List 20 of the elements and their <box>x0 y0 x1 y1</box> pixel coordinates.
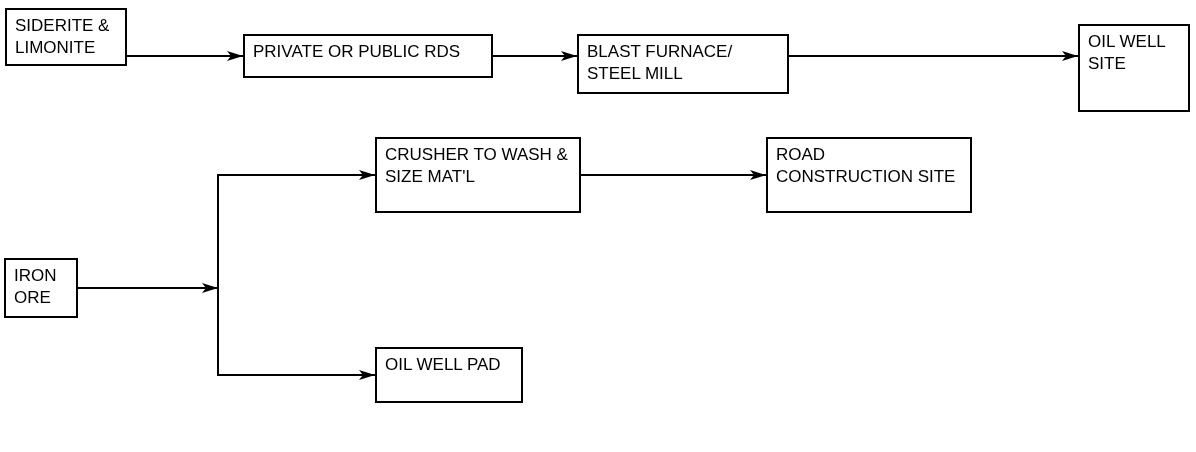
process-box <box>5 8 127 66</box>
box-label: SIDERITE & LIMONITE <box>15 15 111 59</box>
process-box <box>577 34 789 94</box>
box-label: BLAST FURNACE/ STEEL MILL <box>587 41 734 85</box>
process-box <box>375 347 523 403</box>
process-box <box>4 258 78 318</box>
arrow <box>580 170 767 180</box>
arrow <box>492 51 578 61</box>
box-label: ROAD CONSTRUCTION SITE <box>776 144 957 188</box>
arrow <box>788 51 1079 61</box>
process-box <box>766 137 972 213</box>
box-label: PRIVATE OR PUBLIC RDS <box>253 41 462 63</box>
box-label: OIL WELL PAD <box>385 354 502 376</box>
process-box <box>1078 24 1190 112</box>
process-box <box>243 34 493 78</box>
arrow <box>126 51 244 61</box>
box-label: OIL WELL SITE <box>1088 31 1167 75</box>
box-label: IRON ORE <box>14 265 58 309</box>
box-label: CRUSHER TO WASH & SIZE MAT'L <box>385 144 569 188</box>
process-box <box>375 137 581 213</box>
